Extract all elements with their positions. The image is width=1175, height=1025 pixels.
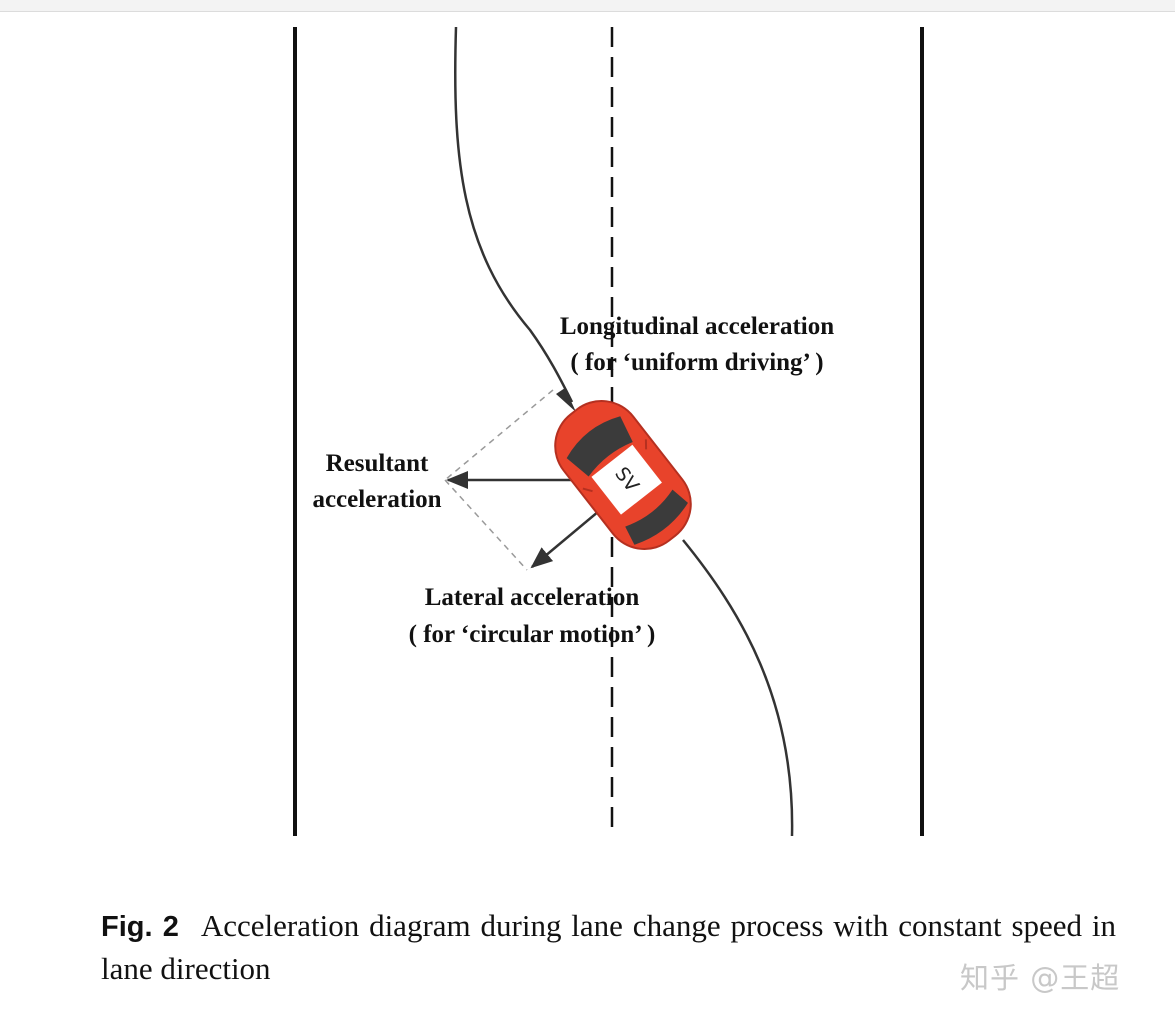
lateral-label-line1: Lateral acceleration	[425, 584, 640, 611]
top-bar	[0, 0, 1175, 12]
resultant-label-line1: Resultant	[326, 450, 429, 477]
subject-vehicle: SV	[554, 400, 692, 550]
watermark: 知乎 @王超	[960, 961, 1121, 995]
longitudinal-label-line1: Longitudinal acceleration	[560, 313, 834, 340]
trajectory-lower	[682, 539, 794, 837]
vector-parallelogram	[444, 389, 554, 571]
lateral-label-line2: ( for ‘circular motion’ )	[409, 621, 656, 648]
longitudinal-label-line2: ( for ‘uniform driving’ )	[570, 349, 823, 376]
longitudinal-arrow-head	[556, 388, 576, 412]
caption-text: Acceleration diagram during lane change …	[101, 908, 1117, 986]
lane-change-diagram: SV Longitudinal acceleration ( for ‘unif…	[293, 26, 924, 837]
lateral-acceleration-arrow	[530, 505, 606, 569]
resultant-label-line2: acceleration	[312, 486, 441, 513]
trajectory-upper	[454, 26, 574, 403]
figure-number: Fig. 2	[101, 911, 179, 943]
